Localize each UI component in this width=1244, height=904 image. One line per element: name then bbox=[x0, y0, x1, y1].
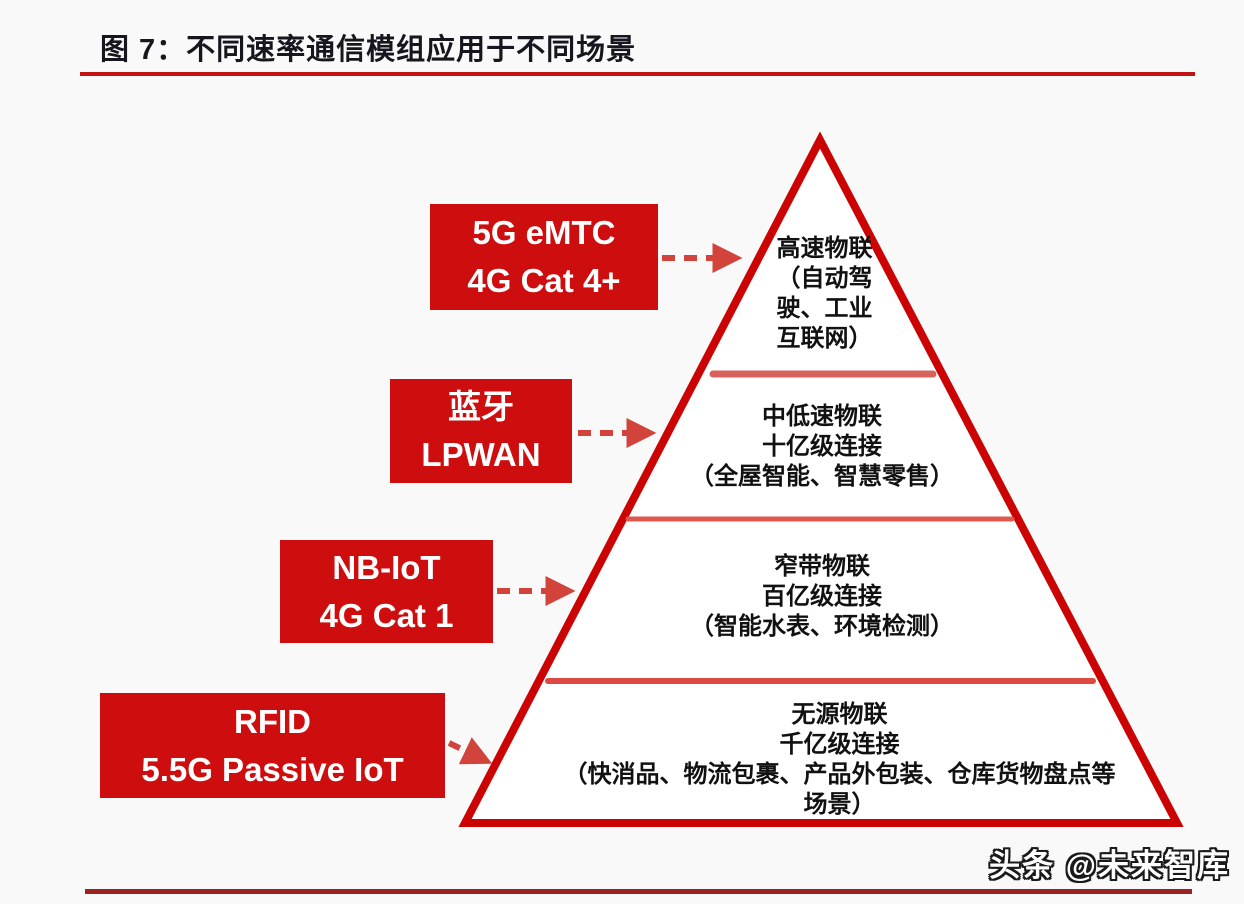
module-label: 蓝牙 bbox=[448, 388, 514, 426]
tier-line: 驶、工业 bbox=[776, 295, 873, 322]
pyramid-tier-mid-low-speed-iot: 中低速物联 十亿级连接 （全屋智能、智慧零售） bbox=[612, 402, 1032, 492]
module-box-rfid-passive: RFID 5.5G Passive IoT bbox=[100, 693, 445, 798]
pyramid-outline bbox=[458, 131, 1184, 827]
tier-line: 无源物联 bbox=[791, 701, 888, 728]
module-label: RFID bbox=[234, 702, 311, 740]
module-label: LPWAN bbox=[421, 436, 541, 473]
module-label: 4G Cat 4+ bbox=[467, 262, 621, 299]
tier-line: 中低速物联 bbox=[762, 403, 882, 430]
tier-line: （全屋智能、智慧零售） bbox=[690, 463, 954, 490]
module-label: 5G eMTC bbox=[472, 214, 616, 252]
module-box-nb-iot: NB-IoT 4G Cat 1 bbox=[280, 540, 493, 643]
tier-line: （快消品、物流包裹、产品外包装、仓库货物盘点等 bbox=[563, 761, 1116, 788]
tier-line: 高速物联 bbox=[776, 235, 873, 262]
pyramid-tier-narrowband-iot: 窄带物联 百亿级连接 （智能水表、环境检测） bbox=[612, 552, 1032, 642]
arrow-passive bbox=[447, 737, 493, 765]
pyramid-tier-passive-iot: 无源物联 千亿级连接 （快消品、物流包裹、产品外包装、仓库货物盘点等 场景） bbox=[497, 700, 1182, 820]
module-label: 5.5G Passive IoT bbox=[141, 750, 404, 788]
footer-line bbox=[85, 889, 1192, 894]
module-label: NB-IoT bbox=[332, 548, 441, 586]
pyramid-tier-high-speed-iot: 高速物联 （自动驾 驶、工业 互联网） bbox=[722, 234, 927, 354]
tier-line: （自动驾 bbox=[776, 265, 873, 292]
title-underline bbox=[80, 72, 1195, 76]
tier-line: 互联网） bbox=[776, 325, 873, 352]
tier-line: （智能水表、环境检测） bbox=[690, 613, 954, 640]
tier-line: 场景） bbox=[803, 791, 876, 818]
tier-line: 千亿级连接 bbox=[779, 731, 900, 758]
module-box-bluetooth-lpwan: 蓝牙 LPWAN bbox=[390, 379, 572, 483]
module-box-5g-emtc: 5G eMTC 4G Cat 4+ bbox=[430, 204, 658, 310]
watermark: 头条 @未来智库 bbox=[989, 848, 1230, 883]
page-title: 图 7：不同速率通信模组应用于不同场景 bbox=[100, 34, 637, 66]
tier-line: 十亿级连接 bbox=[762, 433, 882, 460]
module-label: 4G Cat 1 bbox=[319, 596, 454, 634]
tier-line: 窄带物联 bbox=[774, 553, 870, 580]
tier-line: 百亿级连接 bbox=[762, 583, 882, 610]
